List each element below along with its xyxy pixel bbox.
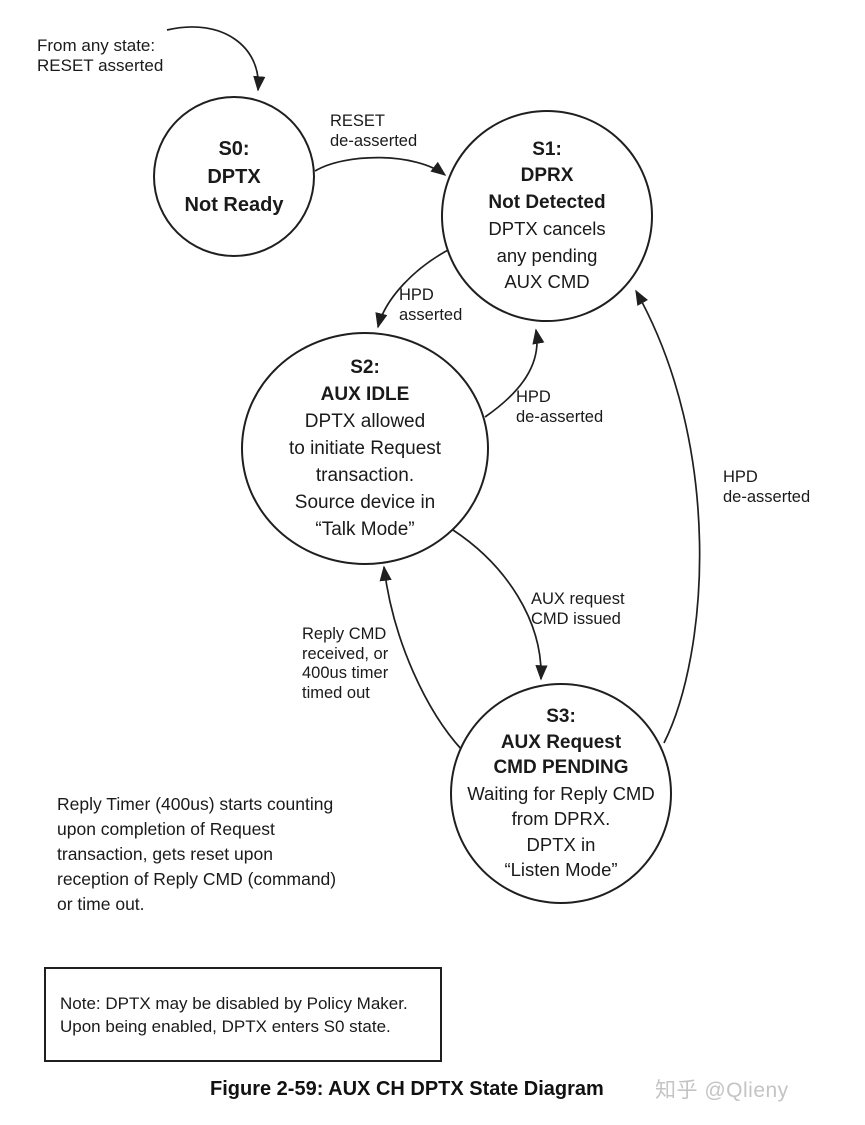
figure-caption: Figure 2-59: AUX CH DPTX State Diagram: [210, 1078, 604, 1100]
arrow-s1-to-s2-hpd-asserted: [375, 248, 451, 329]
transition-label-aux-request-cmd-issued: AUX request CMD issued: [531, 590, 625, 628]
state-s2-description: DPTX allowed to initiate Request transac…: [288, 411, 442, 540]
state-s3-title: S3: AUX Request CMD PENDING: [493, 706, 629, 779]
state-s2-circle: S2: AUX IDLE DPTX allowed to initiate Re…: [241, 332, 489, 565]
arrow-s3-to-s1-hpd-deasserted: [635, 289, 701, 744]
arrow-s2-to-s3-aux-request: [452, 529, 548, 681]
transition-label-reset-deasserted: RESET de-asserted: [330, 112, 418, 150]
note-box: Note: DPTX may be disabled by Policy Mak…: [44, 967, 442, 1062]
state-s3-description: Waiting for Reply CMD from DPRX. DPTX in…: [467, 782, 655, 881]
state-s0-title: S0: DPTX Not Ready: [184, 137, 284, 216]
watermark: 知乎 @Qlieny: [655, 1079, 789, 1102]
state-s2-title: S2: AUX IDLE: [320, 357, 410, 405]
state-s0-circle: S0: DPTX Not Ready: [153, 96, 315, 257]
transition-label-reply-cmd-received: Reply CMD received, or 400us timer timed…: [302, 625, 389, 702]
transition-label-hpd-deasserted-s2-s1: HPD de-asserted: [516, 388, 604, 426]
reply-timer-note: Reply Timer (400us) starts counting upon…: [57, 794, 337, 914]
state-s1-title: S1: DPRX Not Detected: [488, 138, 606, 213]
arrow-s3-to-s2-reply-cmd: [379, 565, 463, 751]
state-s1-description: DPTX cancels any pending AUX CMD: [488, 218, 606, 292]
arrow-s0-to-s1: [314, 156, 447, 176]
arrow-any-state-to-s0: [166, 26, 266, 92]
state-s3-circle: S3: AUX Request CMD PENDING Waiting for …: [450, 683, 672, 904]
transition-label-hpd-deasserted-s3-s1: HPD de-asserted: [723, 468, 811, 506]
state-s1-circle: S1: DPRX Not Detected DPTX cancels any p…: [441, 110, 653, 322]
arrow-s2-to-s1-hpd-deasserted: [484, 328, 545, 418]
note-box-text: Note: DPTX may be disabled by Policy Mak…: [60, 993, 408, 1036]
entry-transition-label: From any state: RESET asserted: [37, 36, 164, 75]
transition-label-hpd-asserted: HPD asserted: [399, 286, 463, 324]
